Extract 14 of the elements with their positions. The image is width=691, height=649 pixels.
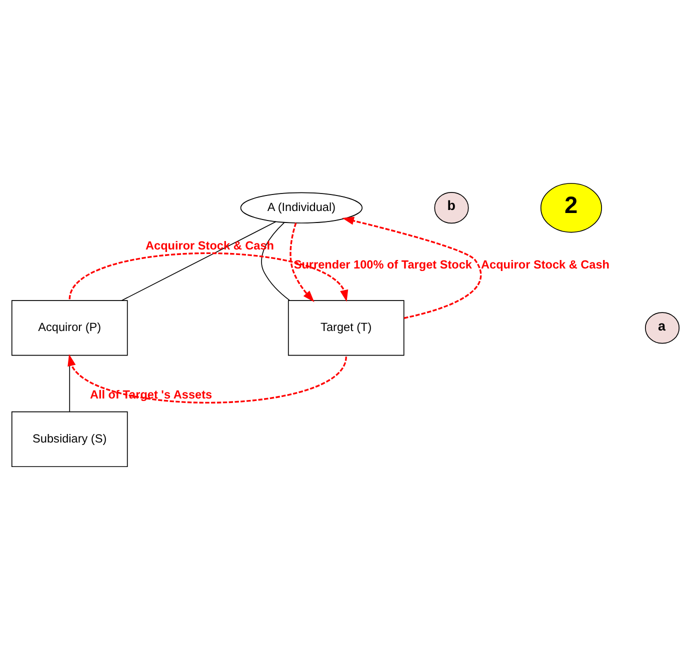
edge-label: Acquiror Stock & Cash [481, 257, 610, 272]
arrow [342, 216, 482, 318]
node-circle: b [434, 192, 469, 224]
node-box: Acquiror (P) [11, 300, 128, 356]
arrow [68, 354, 347, 403]
node-box: Subsidiary (S) [11, 410, 128, 467]
node-box: Target (T) [288, 300, 404, 356]
node-circle: a [644, 312, 680, 344]
node-ellipse: 2 [540, 182, 602, 232]
connector [121, 220, 276, 300]
arrow [290, 222, 314, 302]
node-ellipse: A (Individual) [240, 192, 363, 223]
connector [261, 222, 290, 300]
arrow [68, 252, 348, 302]
